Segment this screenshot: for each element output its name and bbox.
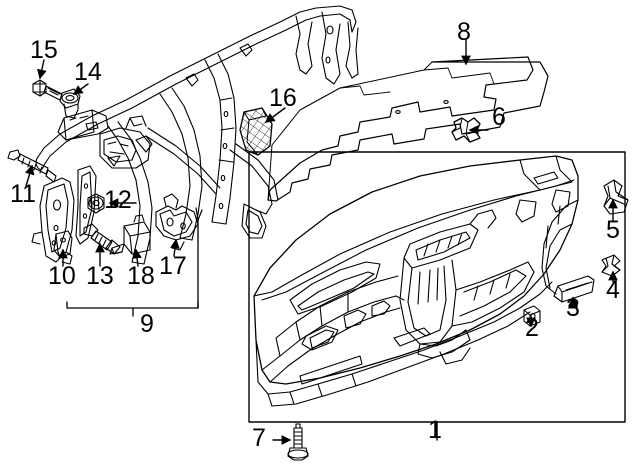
part-13-screw	[83, 223, 121, 255]
callout-14[interactable]: 14	[74, 58, 102, 86]
callout-8[interactable]: 8	[457, 18, 471, 46]
callout-4[interactable]: 4	[606, 276, 620, 304]
callout-3[interactable]: 3	[566, 294, 580, 322]
part-7-mounting-bolt	[287, 423, 309, 461]
part-12-nut	[87, 193, 105, 214]
part-16-mesh-pad	[239, 107, 273, 156]
callout-9[interactable]: 9	[140, 310, 154, 338]
callout-12[interactable]: 12	[104, 186, 132, 214]
crosscar-beam-structure	[31, 5, 359, 265]
part-4-side-clip-lower	[601, 254, 621, 277]
callout-5[interactable]: 5	[606, 216, 620, 244]
leader-lines	[24, 39, 618, 445]
callout-2[interactable]: 2	[525, 314, 539, 342]
part-3-bracket-clip	[553, 275, 595, 303]
part-9-bracket-line	[66, 207, 203, 317]
callout-7[interactable]: 7	[252, 424, 266, 452]
part-15-hex-bolt	[32, 79, 63, 101]
part-8-insulator-pad	[267, 56, 549, 202]
callout-16[interactable]: 16	[269, 84, 297, 112]
callout-10[interactable]: 10	[48, 262, 76, 290]
callout-6[interactable]: 6	[492, 103, 506, 131]
part-17-support-bracket	[155, 193, 199, 251]
part-11-stud-pin	[7, 149, 57, 183]
callout-17[interactable]: 17	[159, 252, 187, 280]
part-18-sensor-module	[109, 214, 151, 255]
part-14-grommet	[59, 88, 81, 119]
callout-1[interactable]: 1	[428, 416, 442, 444]
callout-18[interactable]: 18	[127, 262, 155, 290]
callout-13[interactable]: 13	[86, 262, 114, 290]
callout-15[interactable]: 15	[30, 36, 58, 64]
part-1-instrument-panel	[253, 155, 579, 407]
callout-11[interactable]: 11	[10, 180, 36, 208]
